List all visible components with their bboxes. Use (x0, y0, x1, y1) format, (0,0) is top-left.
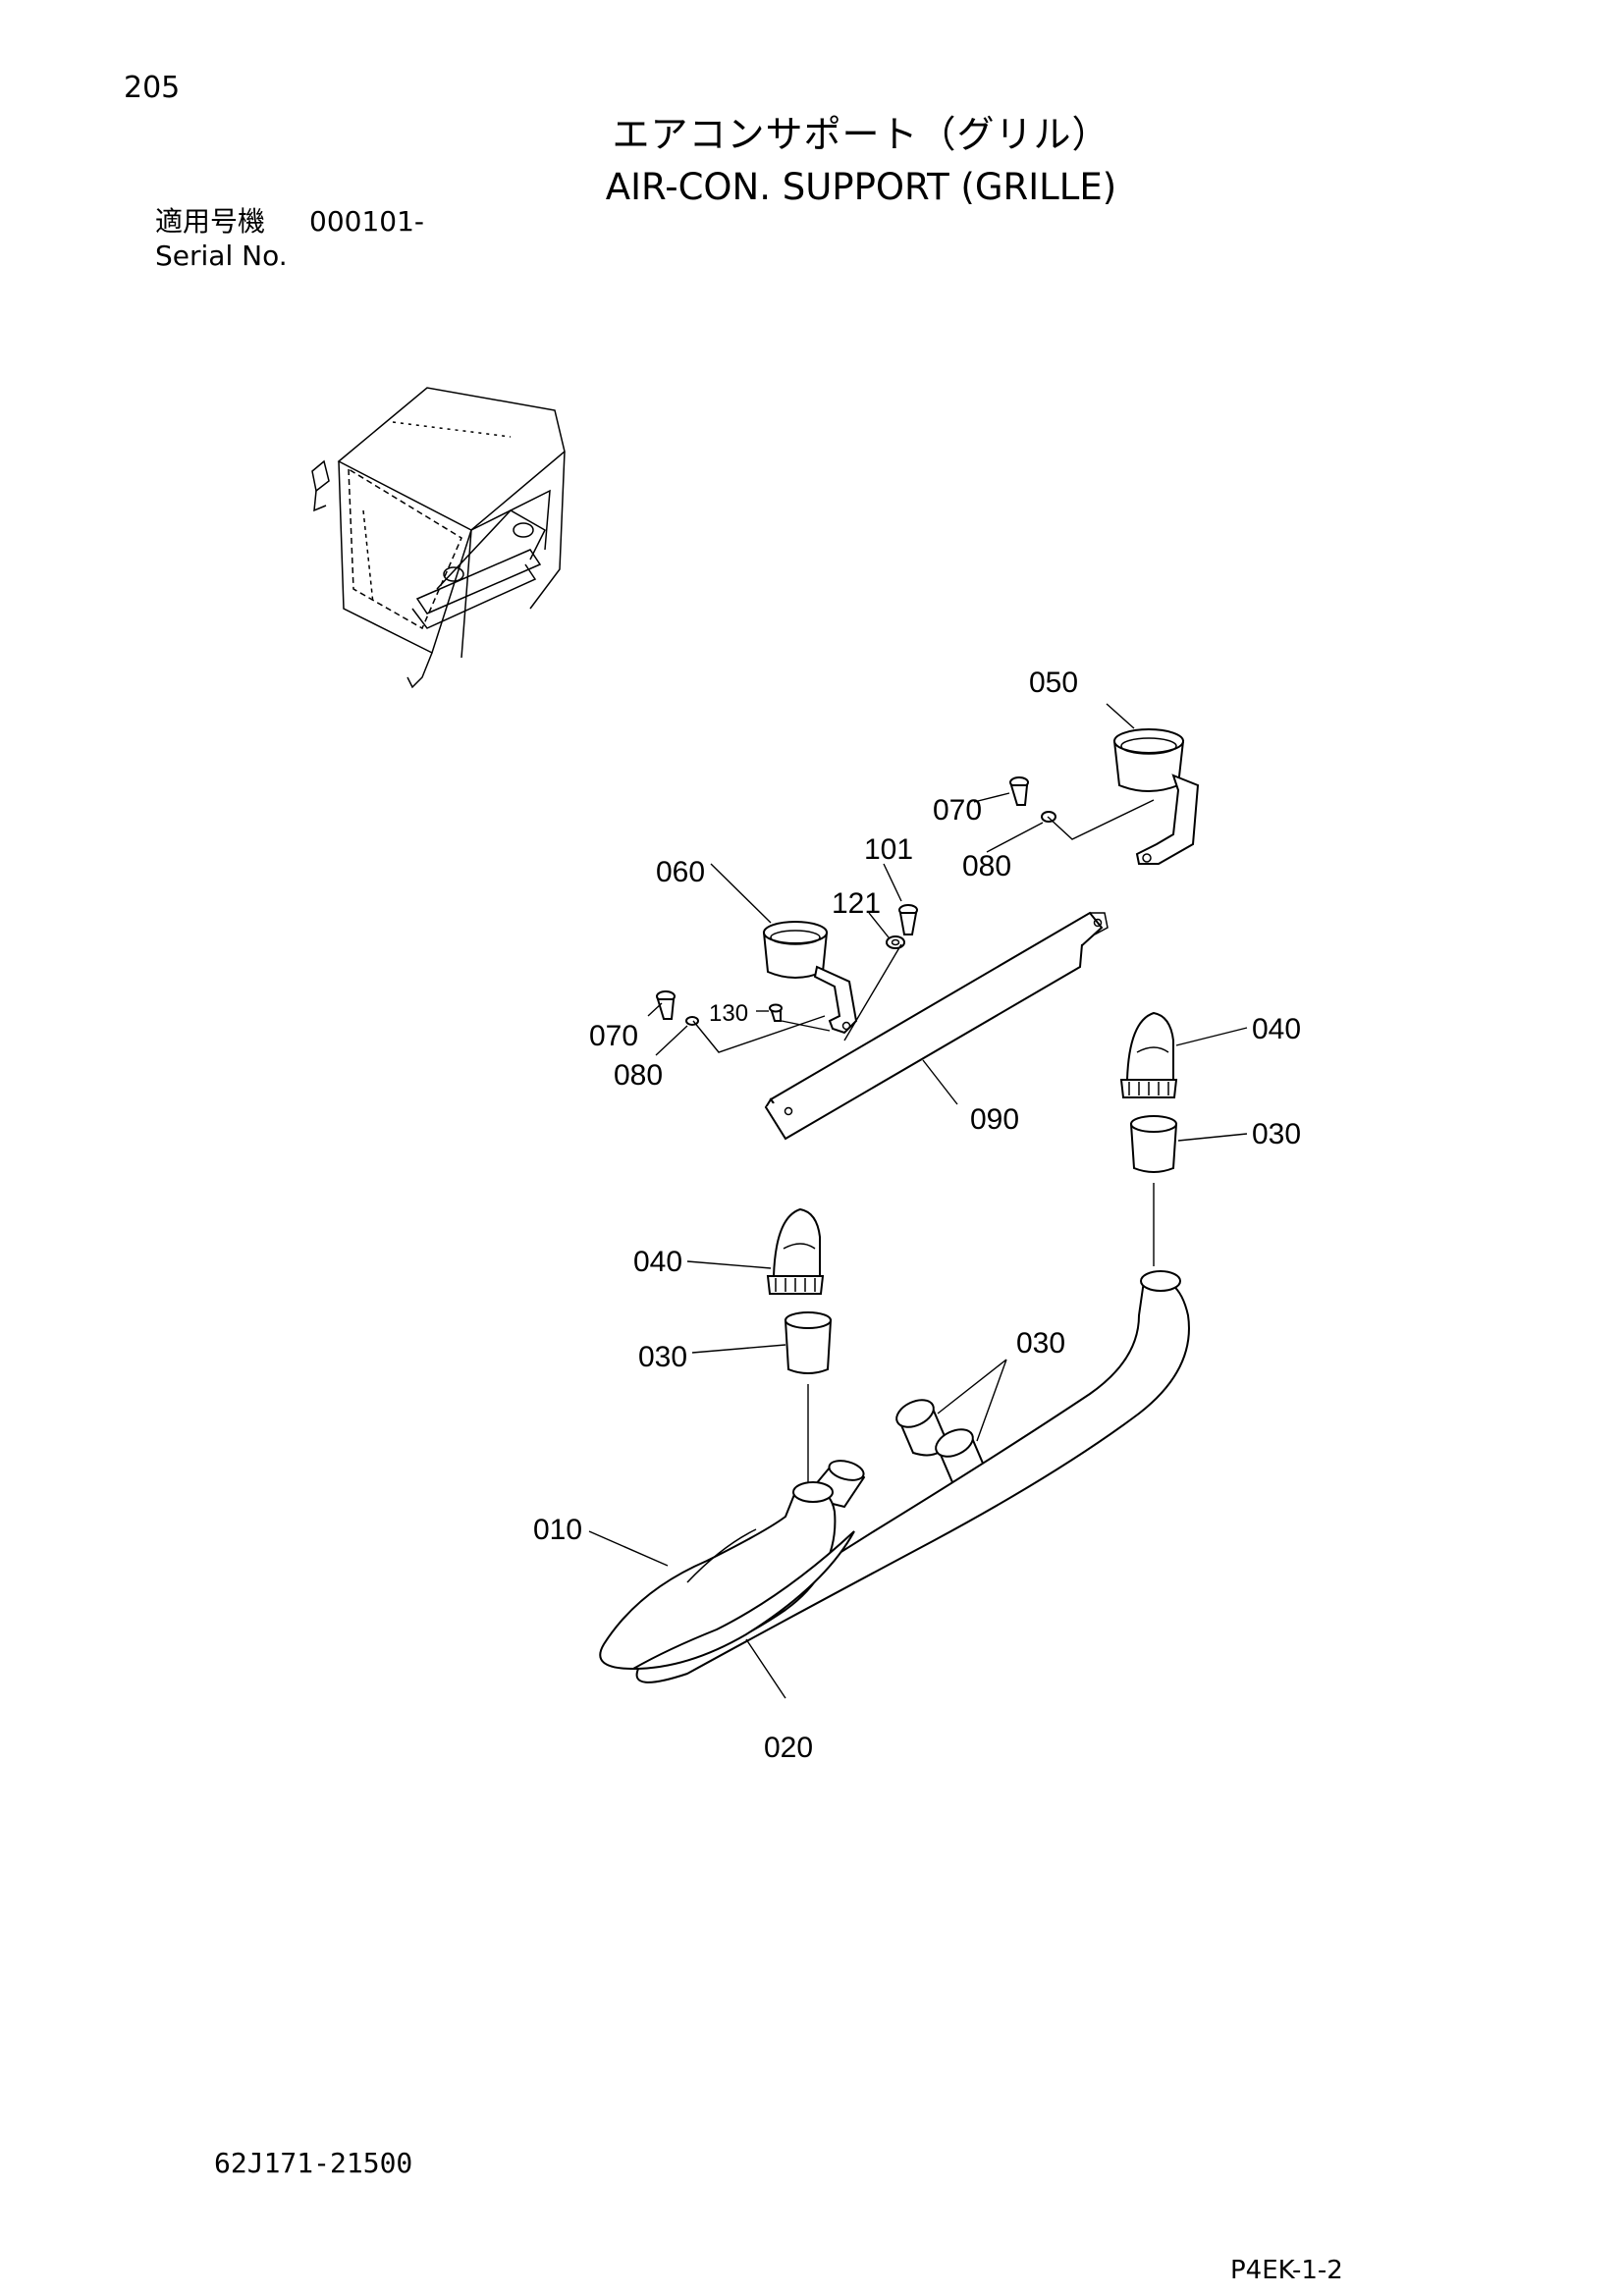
callout-030-right: 030 (1252, 1118, 1301, 1150)
title-english: AIR-CON. SUPPORT (GRILLE) (605, 166, 1117, 208)
callout-121: 121 (832, 887, 881, 920)
serial-number-value: 000101- (309, 205, 424, 238)
part-030-sleeve-left (784, 1311, 833, 1374)
callout-030-middle: 030 (1016, 1327, 1065, 1360)
part-050-vent-outlet-bracket (1112, 728, 1200, 865)
serial-label-japanese: 適用号機 (155, 205, 266, 238)
callout-020: 020 (764, 1732, 813, 1764)
callout-010: 010 (533, 1514, 582, 1546)
part-040-louvre-nozzle-right (1119, 1011, 1178, 1098)
serial-label-english: Serial No. (155, 240, 288, 272)
callout-040-right: 040 (1252, 1013, 1301, 1045)
page-code: P4EK-1-2 (1230, 2256, 1343, 2285)
part-030-sleeve-right (1129, 1115, 1178, 1173)
part-010-duct-loop (599, 1481, 855, 1671)
callout-060: 060 (656, 856, 705, 888)
document-code: 62J171-21500 (214, 2147, 413, 2179)
callout-090: 090 (970, 1103, 1019, 1136)
callout-130: 130 (709, 1000, 748, 1027)
callout-070-top: 070 (933, 794, 982, 827)
part-090-grille-plate (764, 911, 1109, 1141)
callout-070-left: 070 (589, 1020, 638, 1052)
callout-080-top: 080 (962, 850, 1011, 882)
cab-locator-illustration (311, 387, 566, 689)
callout-040-left: 040 (633, 1246, 682, 1278)
callout-101: 101 (864, 833, 913, 866)
alignment-lines (692, 799, 1155, 1482)
callout-080-left: 080 (614, 1059, 663, 1092)
part-040-louvre-nozzle-left (766, 1207, 825, 1295)
callout-050: 050 (1029, 667, 1078, 699)
part-060-vent-outlet-bracket (762, 921, 858, 1035)
callout-030-left: 030 (638, 1341, 687, 1373)
callout-leader-lines (588, 703, 1248, 1699)
hardware-bolts-washers (656, 776, 1056, 1026)
title-japanese: エアコンサポート（グリル） (612, 113, 1110, 156)
page-number: 205 (124, 71, 181, 105)
